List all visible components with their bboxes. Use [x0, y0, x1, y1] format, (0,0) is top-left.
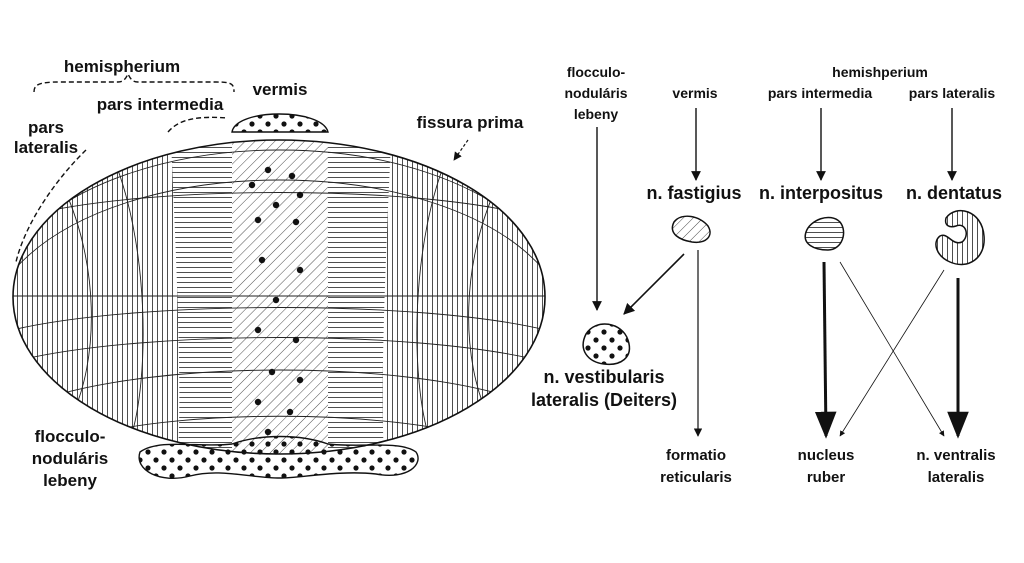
arrow-dentatus-to-ruber: [840, 270, 944, 436]
target-reticularis: reticularis: [660, 469, 732, 486]
label-hemispherium: hemispherium: [64, 57, 180, 76]
label-lateralis: lateralis: [14, 138, 78, 157]
target-n-ventralis: n. ventralis: [916, 447, 995, 464]
src-pars-lateralis: pars lateralis: [909, 85, 996, 101]
vermis-region: [232, 120, 328, 455]
target-lateralis: lateralis: [928, 469, 985, 486]
src-pars-intermedia: pars intermedia: [768, 85, 872, 101]
src-hemisphere-title: hemishperium: [832, 64, 928, 80]
src-flocculo: flocculo-: [567, 64, 626, 80]
pars-intermedia-left: [170, 120, 232, 455]
fastigius-shape: [672, 216, 710, 242]
src-lebeny: lebeny: [574, 106, 619, 122]
arrow-interpositus-to-ruber: [824, 262, 826, 436]
pars-intermedia-right: [328, 120, 392, 455]
target-ruber: ruber: [807, 469, 846, 486]
nucleus-vestibularis-label-2: lateralis (Deiters): [531, 390, 677, 410]
label-pars-intermedia: pars intermedia: [97, 95, 224, 114]
nucleus-interpositus-label: n. interpositus: [759, 183, 883, 203]
src-nodularis: noduláris: [564, 85, 627, 101]
label-nodularis: noduláris: [32, 449, 109, 468]
src-vermis: vermis: [672, 85, 717, 101]
interpositus-shape: [805, 217, 843, 250]
dentatus-shape: [936, 211, 984, 265]
label-pars: pars: [28, 118, 64, 137]
label-flocculo: flocculo-: [35, 427, 106, 446]
label-lebeny: lebeny: [43, 471, 97, 490]
nucleus-vestibularis-label-1: n. vestibularis: [543, 367, 664, 387]
target-nucleus: nucleus: [798, 447, 855, 464]
label-vermis: vermis: [253, 80, 308, 99]
arrow-fastigius-to-vestibularis: [624, 254, 684, 314]
cerebellum-drawing: [10, 74, 550, 478]
vermis-top-lobe: [232, 114, 328, 132]
vestibularis-shape: [583, 324, 629, 364]
hemispherium-brace: [34, 74, 234, 92]
label-fissura-prima: fissura prima: [417, 113, 524, 132]
arrow-interpositus-to-ventralis: [840, 262, 944, 436]
nucleus-fastigius-label: n. fastigius: [646, 183, 741, 203]
nucleus-dentatus-label: n. dentatus: [906, 183, 1002, 203]
target-formatio: formatio: [666, 447, 726, 464]
